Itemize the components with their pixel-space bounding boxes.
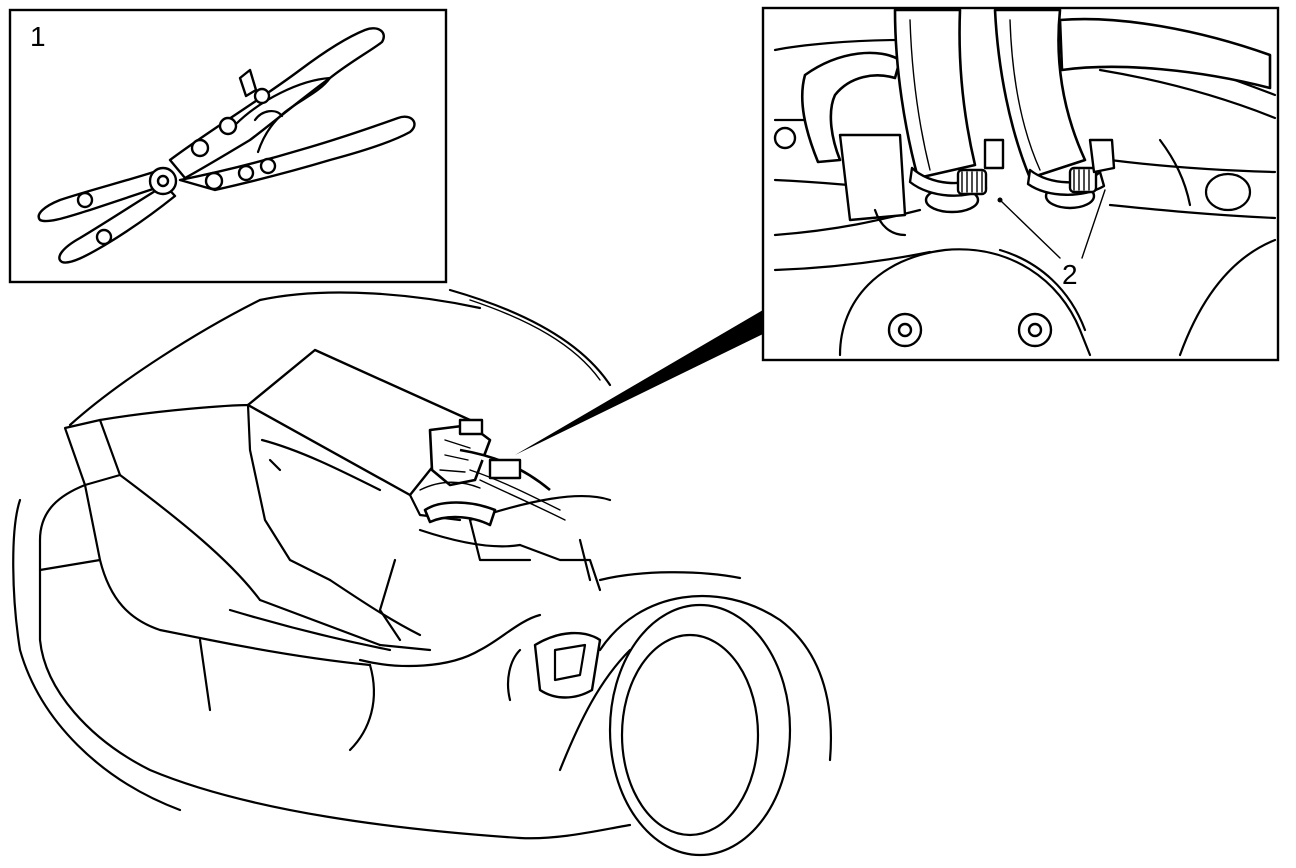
hose-clamp-left: [908, 138, 1005, 197]
coolant-hose-right: [993, 8, 1087, 180]
hose-clamp-detail-inset: 2: [761, 6, 1280, 362]
callout-2-leader: [999, 199, 1061, 259]
engine-casting: [773, 38, 1277, 357]
upper-pipe: [1058, 17, 1272, 90]
engine-bay: [246, 348, 602, 702]
pliers-inset: 1: [8, 8, 448, 284]
pliers-icon: [37, 27, 416, 264]
vehicle-front-view: [12, 288, 832, 857]
callout-2: 2: [1062, 259, 1078, 290]
callout-1: 1: [30, 21, 46, 52]
front-wheel: [608, 603, 792, 857]
detail-pointer: [515, 310, 763, 455]
hose-clamp-right: [1026, 138, 1116, 196]
coolant-hose-left: [893, 8, 977, 180]
vacuum-tube: [800, 51, 902, 164]
